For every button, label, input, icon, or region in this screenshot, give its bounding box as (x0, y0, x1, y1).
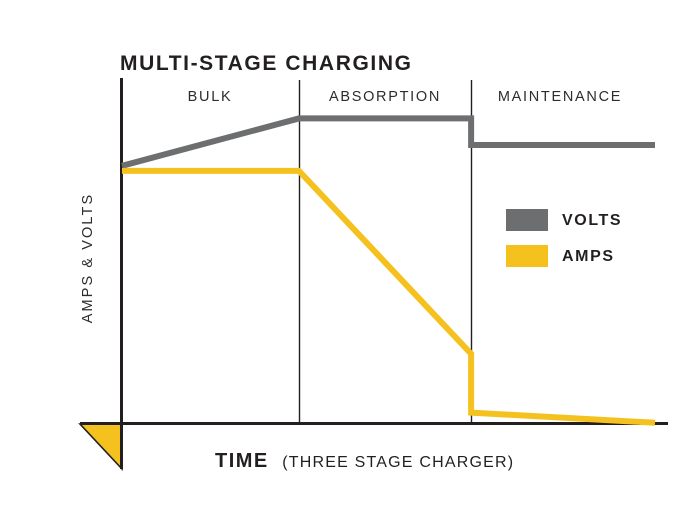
origin-triangle-icon (78, 423, 123, 472)
y-axis-label: AMPS & VOLTS (80, 193, 96, 324)
legend-swatch-amps (506, 245, 548, 267)
x-axis-label-main: TIME (215, 450, 269, 472)
legend: VOLTS AMPS (506, 209, 622, 267)
stage-label-bulk: BULK (188, 89, 233, 105)
stage-label-maintenance: MAINTENANCE (498, 89, 622, 105)
legend-label-amps: AMPS (562, 248, 615, 265)
x-axis-label: TIME (THREE STAGE CHARGER) (215, 450, 514, 472)
legend-label-volts: VOLTS (562, 212, 622, 229)
series-line-amps (122, 167, 656, 426)
legend-swatch-volts (506, 209, 548, 231)
stage-label-absorption: ABSORPTION (329, 89, 441, 105)
series-line-volts (121, 115, 655, 169)
x-axis-label-sub: (THREE STAGE CHARGER) (282, 454, 514, 471)
page-title: MULTI-STAGE CHARGING (120, 52, 413, 75)
